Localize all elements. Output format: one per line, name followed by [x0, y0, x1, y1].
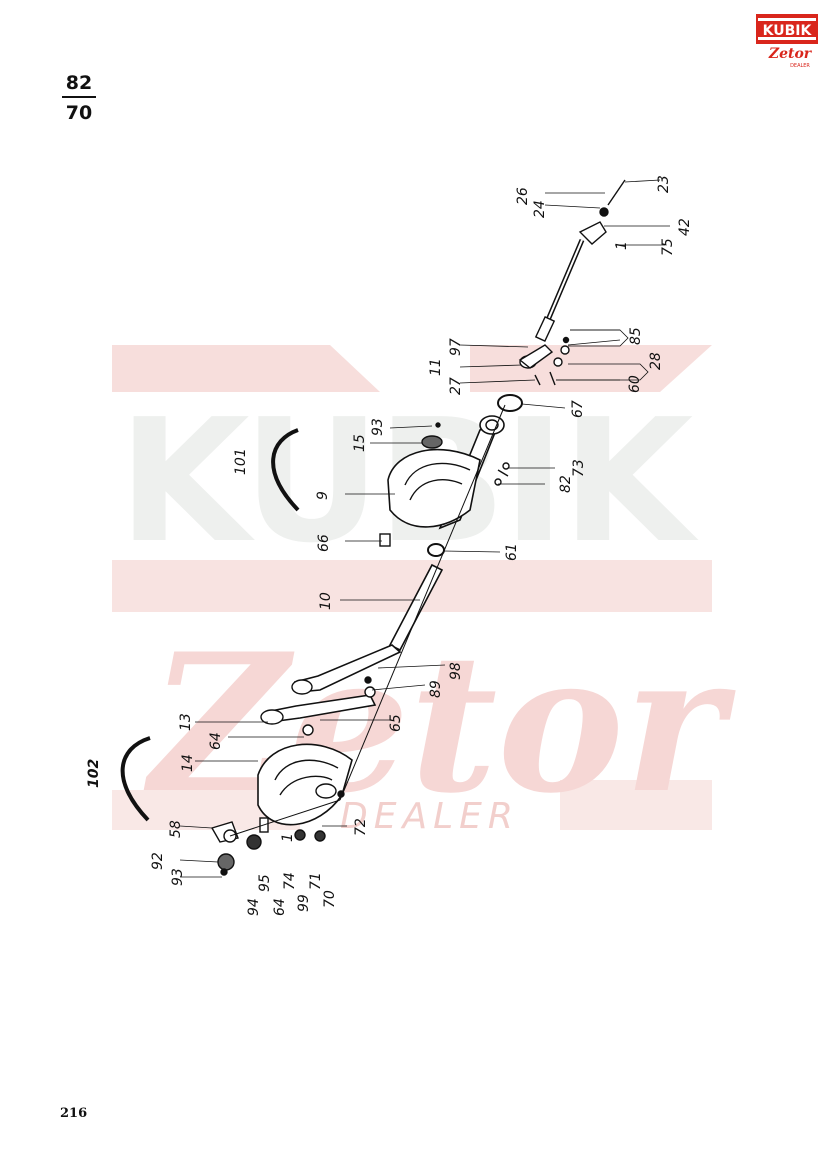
label-95: 95 — [257, 874, 273, 892]
label-99: 99 — [296, 894, 312, 912]
label-102: 102 — [86, 759, 102, 788]
logo-sub: Zetor — [768, 46, 813, 62]
label-26: 26 — [515, 187, 531, 205]
knob-92 — [217, 853, 235, 871]
label-94: 94 — [246, 898, 262, 916]
shaft-10 — [388, 563, 444, 652]
plate-14 — [257, 743, 353, 826]
label-93a: 93 — [370, 418, 386, 436]
label-71: 71 — [308, 872, 324, 890]
watermark-sub: Zetor — [143, 612, 736, 835]
label-58: 58 — [168, 820, 184, 838]
section-divider — [62, 96, 96, 98]
label-28: 28 — [648, 352, 664, 370]
section-number: 82 70 — [62, 72, 96, 124]
label-92: 92 — [150, 852, 166, 870]
pin-23 — [607, 179, 626, 206]
label-11: 11 — [428, 358, 444, 376]
logo-graphic: KUBIK Zetor DEALER — [756, 14, 818, 69]
label-24: 24 — [532, 200, 548, 218]
label-64a: 64 — [208, 732, 224, 750]
label-97: 97 — [448, 338, 464, 356]
label-73: 73 — [571, 459, 587, 477]
label-65: 65 — [388, 714, 404, 732]
nut-95 — [246, 834, 262, 850]
section-top: 82 — [65, 72, 93, 94]
label-93b: 93 — [170, 868, 186, 886]
label-66: 66 — [316, 534, 332, 552]
label-85: 85 — [628, 327, 644, 345]
label-67: 67 — [570, 400, 586, 418]
label-89: 89 — [428, 680, 444, 698]
label-60: 60 — [627, 375, 643, 393]
label-10: 10 — [318, 592, 334, 610]
spring-101 — [271, 428, 300, 512]
kubik-zetor-logo: KUBIK Zetor DEALER — [756, 14, 818, 70]
label-82: 82 — [558, 475, 574, 493]
label-23: 23 — [656, 175, 672, 193]
label-13: 13 — [178, 713, 194, 731]
label-15: 15 — [352, 434, 368, 452]
label-75: 75 — [660, 238, 676, 256]
logo-tag: DEALER — [790, 63, 810, 69]
label-42: 42 — [677, 218, 693, 236]
logo-brand: KUBIK — [763, 23, 813, 39]
label-70: 70 — [322, 890, 338, 908]
label-61: 61 — [504, 543, 520, 561]
ring-61 — [427, 543, 445, 557]
ring-67 — [497, 394, 523, 412]
watermark-tag: DEALER — [340, 796, 519, 837]
grommet-15 — [421, 435, 443, 449]
label-98: 98 — [448, 662, 464, 680]
label-27: 27 — [448, 377, 464, 395]
label-1b: 1 — [280, 833, 296, 842]
label-64b: 64 — [272, 898, 288, 916]
label-1a: 1 — [614, 241, 630, 250]
plate-9 — [387, 448, 481, 528]
label-74: 74 — [282, 872, 298, 890]
label-14: 14 — [180, 754, 196, 772]
spring-102 — [120, 736, 151, 822]
label-101: 101 — [233, 448, 249, 475]
clevis-42 — [578, 221, 607, 245]
label-9: 9 — [315, 491, 331, 500]
lever-11 — [518, 344, 554, 369]
label-72: 72 — [353, 818, 369, 836]
section-bottom: 70 — [65, 102, 93, 124]
page-number: 216 — [60, 1106, 88, 1121]
